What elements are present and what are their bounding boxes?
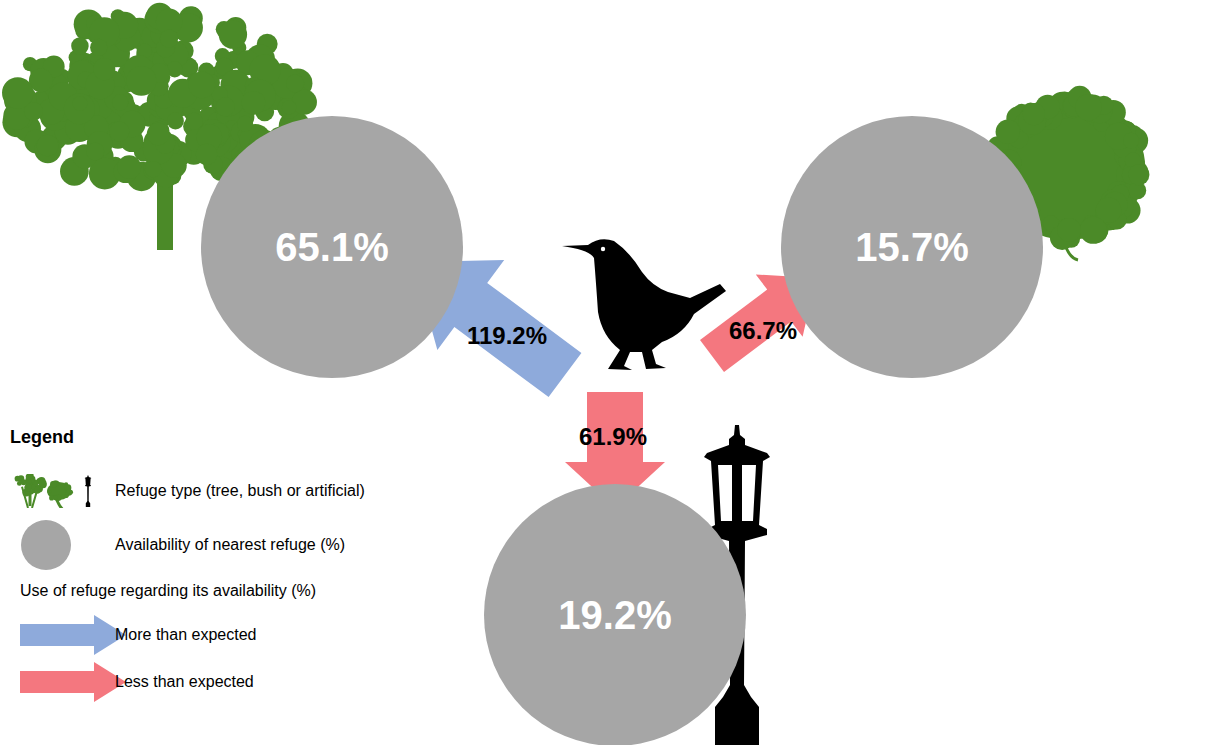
use-percentage: 66.7%: [729, 317, 797, 345]
bird-silhouette: [562, 239, 726, 370]
use-percentage: 119.2%: [467, 322, 547, 350]
availability-circle: 15.7%: [781, 116, 1043, 378]
legend-text: More than expected: [115, 626, 256, 644]
refuge-icons: [12, 474, 102, 508]
legend-text: Less than expected: [115, 673, 254, 691]
legend-subtitle: Use of refuge regarding its availability…: [20, 582, 316, 600]
availability-circle: 65.1%: [201, 116, 463, 378]
legend-title: Legend: [10, 427, 74, 448]
legend-text: Refuge type (tree, bush or artificial): [115, 482, 365, 500]
legend-text: Availability of nearest refuge (%): [115, 536, 345, 554]
arrow-swatch: [20, 662, 128, 702]
availability-value: 15.7%: [855, 225, 968, 270]
use-percentage: 61.9%: [579, 423, 647, 451]
availability-value: 65.1%: [275, 225, 388, 270]
arrow-swatch: [20, 615, 128, 655]
circle-swatch: [20, 519, 72, 571]
availability-value: 19.2%: [558, 593, 671, 638]
availability-circle: 19.2%: [484, 484, 746, 745]
